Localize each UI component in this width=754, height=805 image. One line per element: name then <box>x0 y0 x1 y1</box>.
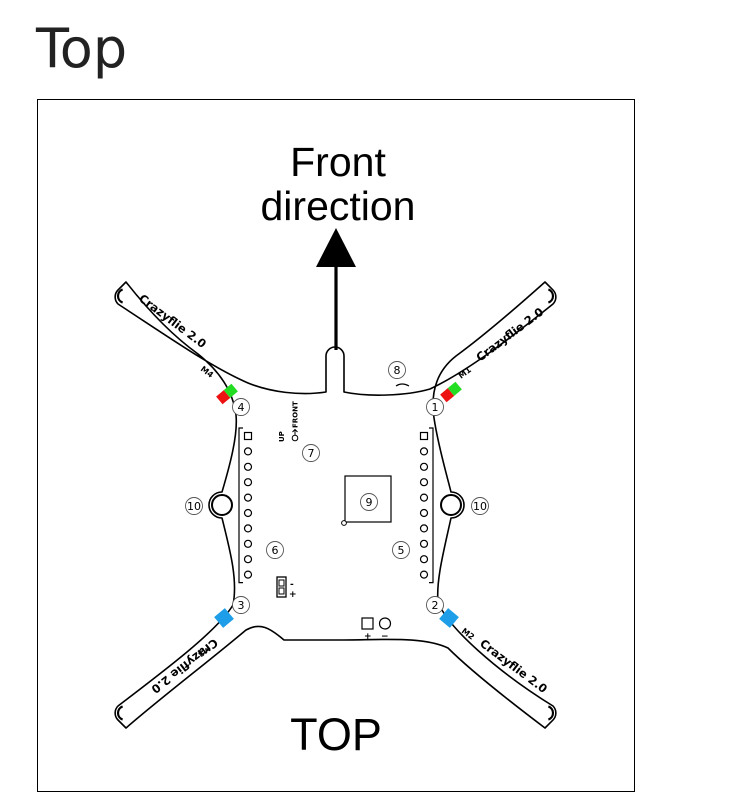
callout-number: 5 <box>398 544 405 557</box>
callout-7: 7 <box>302 444 320 462</box>
callout-circle <box>471 497 489 515</box>
callout-number: 10 <box>187 500 201 513</box>
header-left-pin <box>243 570 253 579</box>
led-m3-a <box>214 608 234 628</box>
callout-1: 1 <box>426 398 444 416</box>
callout-circle <box>426 398 444 416</box>
led-m1-a <box>440 388 455 403</box>
front-arrow-head <box>316 228 356 267</box>
led-m4-b <box>223 383 238 398</box>
callout-11: 10 <box>471 497 489 515</box>
header-right-pin <box>419 524 429 533</box>
led-m4-a <box>216 390 231 405</box>
led-m3 <box>214 608 234 628</box>
callout-number: 9 <box>366 496 373 509</box>
callout-circle <box>426 596 444 614</box>
battery-pad-plus <box>361 617 374 630</box>
mount-hole-right <box>440 494 462 516</box>
callout-circle <box>266 541 284 559</box>
mount-hole-left <box>211 494 233 516</box>
arm-end-mark-4 <box>547 705 555 721</box>
callout-circle <box>232 398 250 416</box>
power-switch-top <box>278 579 285 587</box>
header-right-pin <box>419 447 429 456</box>
component-8-mark <box>395 383 410 387</box>
callout-number: 7 <box>308 447 315 460</box>
header-left-pin <box>243 447 253 456</box>
led-m2-a <box>439 608 459 628</box>
callout-circle <box>185 497 203 515</box>
callout-circle <box>360 493 378 511</box>
callout-8: 8 <box>388 361 406 379</box>
sensor-pin1-mark <box>341 520 347 526</box>
header-right-pin <box>419 570 429 579</box>
top-label: TOP <box>290 709 382 760</box>
callout-number: 6 <box>272 544 279 557</box>
arm-end-mark-2 <box>547 288 555 304</box>
header-right-pin-square <box>419 431 429 441</box>
callout-number: 4 <box>238 401 245 414</box>
callout-circle <box>392 541 410 559</box>
header-right-pin <box>419 539 429 548</box>
front-label-line2: direction <box>261 183 416 229</box>
header-left-pin <box>243 555 253 564</box>
switch-minus: - <box>290 580 294 590</box>
orientation-front: FRONT <box>292 401 300 428</box>
callout-circle <box>388 361 406 379</box>
callout-number: 2 <box>432 599 439 612</box>
header-right-pin <box>419 508 429 518</box>
header-left-pin <box>243 493 253 502</box>
orientation-dot <box>291 434 299 442</box>
callout-number: 10 <box>473 500 487 513</box>
header-left-pin <box>243 539 253 548</box>
callout-3: 3 <box>232 596 250 614</box>
callout-6: 6 <box>266 541 284 559</box>
header-left-pin <box>243 508 253 518</box>
header-left <box>238 427 253 584</box>
battery-plus: + <box>364 632 372 642</box>
header-left-pin <box>243 478 253 487</box>
arm-end-mark-1 <box>116 288 124 304</box>
header-right-pin <box>419 555 429 564</box>
callout-10: 10 <box>185 497 203 515</box>
header-right-bracket <box>429 427 434 584</box>
header-left-bracket <box>238 427 243 584</box>
front-label-line1: Front <box>290 139 386 185</box>
callout-2: 2 <box>426 596 444 614</box>
callout-number: 3 <box>238 599 245 612</box>
callout-5: 5 <box>392 541 410 559</box>
led-m1 <box>440 381 462 403</box>
power-switch <box>276 576 287 598</box>
callout-circle <box>232 596 250 614</box>
header-right-pin <box>419 462 429 471</box>
header-right <box>419 427 434 584</box>
board: UP FRONT 1 2 3 4 5 6 7 8 9 10 10 <box>114 281 557 729</box>
arm-label-m3: Crazyflie 2.0 <box>149 636 221 697</box>
callout-number: 1 <box>432 401 439 414</box>
led-m4 <box>216 383 238 405</box>
power-switch-bottom <box>278 587 285 595</box>
battery-minus: − <box>381 632 389 642</box>
orientation-mark: UP <box>278 431 286 442</box>
callout-4: 4 <box>232 398 250 416</box>
header-left-pin-square <box>243 431 253 441</box>
header-right-pin <box>419 493 429 502</box>
header-left-pin <box>243 462 253 471</box>
header-left-pin <box>243 524 253 533</box>
led-m2 <box>439 608 459 628</box>
callout-number: 8 <box>394 364 401 377</box>
header-right-pin <box>419 478 429 487</box>
led-m1-b <box>447 381 462 396</box>
switch-plus: + <box>289 590 297 600</box>
arm-end-mark-3 <box>116 705 124 721</box>
page-heading: Top <box>36 17 128 80</box>
callout-circle <box>302 444 320 462</box>
orientation-front-group: FRONT <box>291 401 300 442</box>
orientation-up: UP <box>278 431 286 442</box>
orientation-arrow <box>292 428 298 435</box>
battery-pad-minus <box>378 617 392 630</box>
callout-9: 9 <box>360 493 378 511</box>
